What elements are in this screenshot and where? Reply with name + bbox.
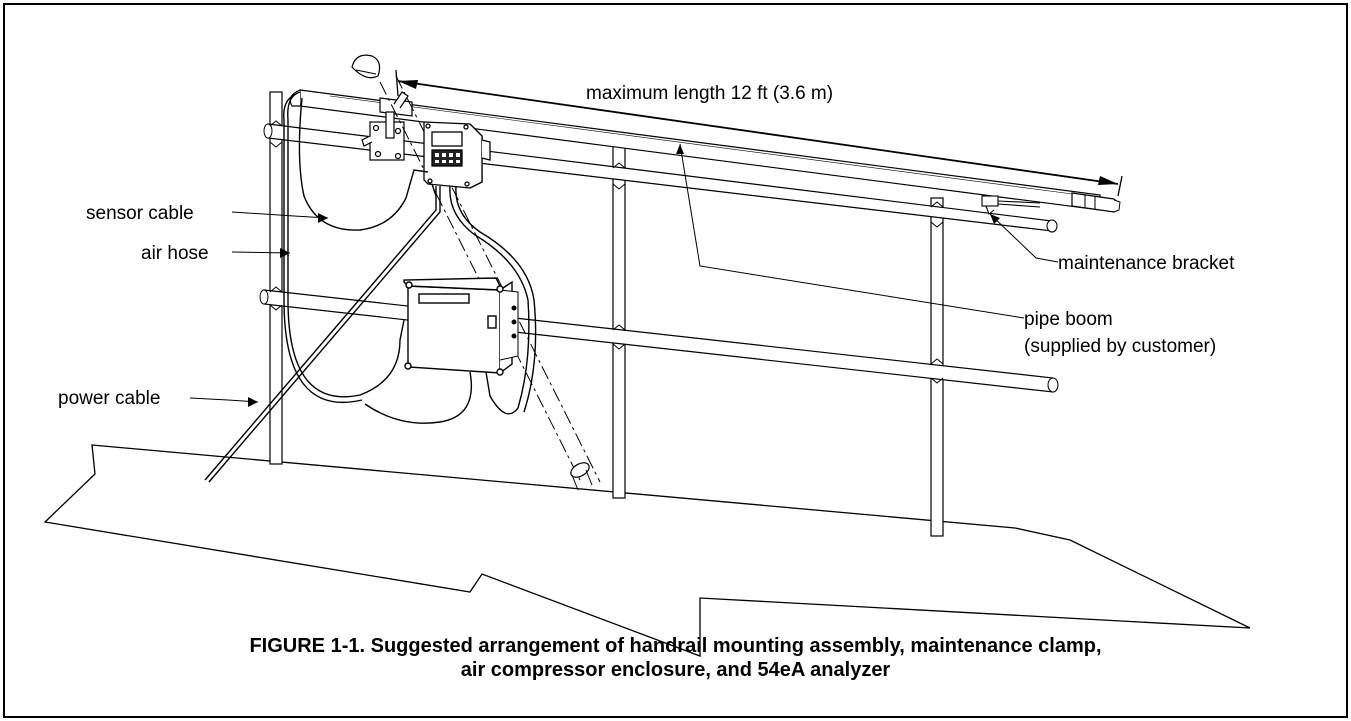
sensor-probe	[1071, 192, 1121, 213]
pipe-boom-sublabel: (supplied by customer)	[1024, 336, 1216, 357]
compressor-enclosure	[403, 277, 519, 376]
air-hose	[287, 91, 405, 398]
power-cable	[204, 186, 437, 481]
leader-lines	[189, 143, 1059, 407]
air-hose-label: air hose	[141, 243, 209, 264]
air-filter-dome	[351, 54, 381, 79]
sensor-cable	[298, 97, 429, 231]
post-junctions	[269, 120, 944, 384]
caption-line-1: FIGURE 1-1. Suggested arrangement of han…	[249, 635, 1102, 657]
caption-line-2: air compressor enclosure, and 54eA analy…	[460, 659, 891, 681]
mounting-clamp	[361, 91, 413, 161]
handrail-posts	[269, 91, 944, 537]
pipe-boom-label: pipe boom	[1024, 309, 1113, 330]
figure-caption: FIGURE 1-1. Suggested arrangement of han…	[0, 634, 1351, 682]
maintenance-bracket	[981, 195, 1041, 215]
maintenance-bracket-label: maintenance bracket	[1058, 253, 1235, 274]
max-length-label: maximum length 12 ft (3.6 m)	[586, 83, 833, 104]
analyzer-54ea	[423, 121, 491, 189]
figure-frame	[3, 3, 1348, 718]
dimension-arrow	[395, 69, 1123, 197]
floor-slab	[43, 444, 1251, 657]
power-cable-label: power cable	[58, 388, 160, 409]
sensor-cable-label: sensor cable	[86, 203, 194, 224]
cables	[204, 91, 537, 483]
